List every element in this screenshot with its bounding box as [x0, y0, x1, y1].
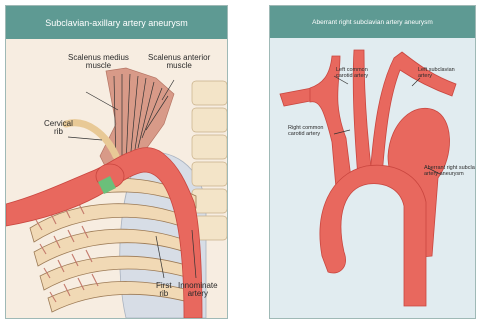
aortic-arch	[320, 165, 426, 306]
vertebral-column	[192, 81, 227, 240]
right-figure-panel: Aberrant right subclavian artery aneurys…	[269, 5, 476, 319]
left-figure-panel: Subclavian-axillary artery aneurysm	[5, 5, 228, 319]
aberrant-subclavian-illustration	[270, 6, 475, 318]
